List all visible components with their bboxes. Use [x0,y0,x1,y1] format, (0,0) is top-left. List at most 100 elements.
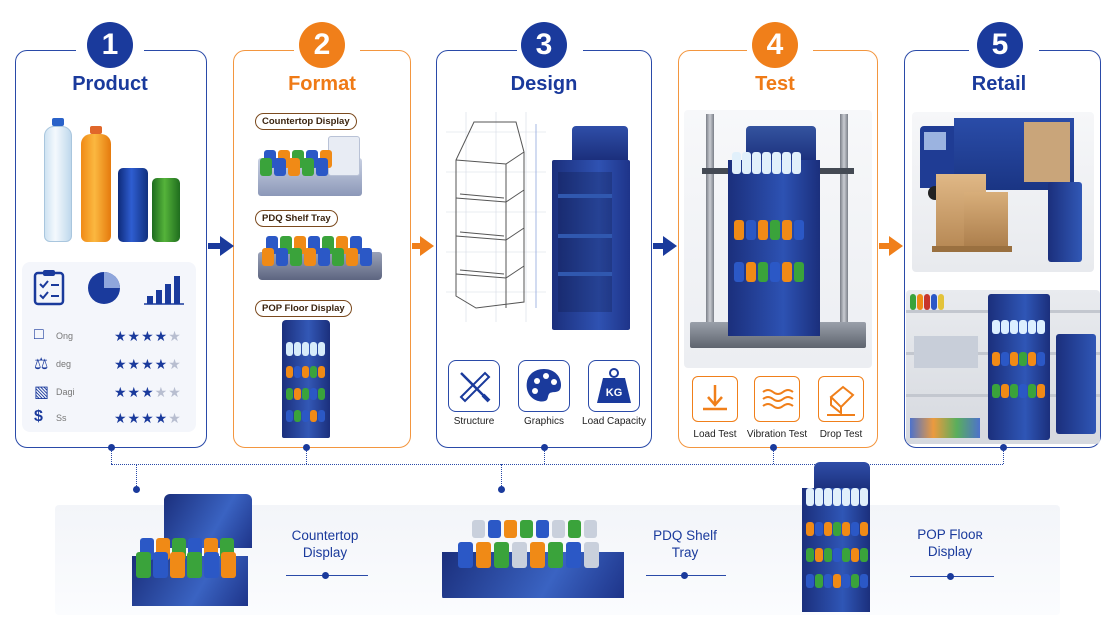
bottom-pop-floor-underline-dot [947,573,954,580]
drop-test-icon-tile [818,376,864,422]
product-stats-card: □ Ong ★★★★★ ⚖ deg ★★★★★ ▧ Dagi ★★★★★ $ S… [22,262,196,432]
flow-arrow-2-stem [412,243,422,249]
stat-label: Ss [56,413,67,423]
pdq-shelf-tray-image [258,232,382,280]
format-label-countertop: Countertop Display [255,113,357,130]
pallet-icon: ▧ [34,384,50,401]
rating-stars: ★★★★★ [114,410,182,426]
step-2-badge: 2 [299,22,345,68]
bottom-pop-floor-line2: Display [927,544,973,559]
bottom-pop-floor-display-image [800,462,872,614]
rating-stars: ★★★★★ [114,328,182,344]
bottom-pdq-line1: PDQ Shelf [653,528,717,543]
vibration-icon [762,389,794,409]
bottom-pdq-line2: Tray [671,545,699,560]
bottom-countertop-underline-dot [322,572,329,579]
weight-icon: KG [597,368,631,403]
flow-arrow-4-stem [879,243,891,249]
box-icon: □ [34,326,44,343]
connector-to-pdq [501,464,502,488]
connector-drop-4 [773,450,774,464]
truck-delivery-image [912,112,1094,272]
product-stat-row-1: □ Ong ★★★★★ [30,326,190,348]
rating-stars: ★★★★★ [114,356,182,372]
connector-dot-4 [770,444,777,451]
stat-label: deg [56,359,72,369]
step-4-badge: 4 [752,22,798,68]
step-3-badge: 3 [521,22,567,68]
bottom-countertop-label: Countertop Display [270,527,380,561]
stat-label: Dagi [56,387,75,397]
ruler-pencil-icon [459,371,491,403]
product-stat-row-3: ▧ Dagi ★★★★★ [30,382,190,404]
vibration-test-icon-tile [754,376,800,422]
connector-bus [111,464,1003,465]
step-1-title: Product [72,73,148,95]
connector-drop-1 [111,450,112,464]
clipboard-checklist-icon [33,270,65,306]
product-stat-row-4: $ Ss ★★★★★ [30,408,190,430]
rendered-floor-display-image [550,126,632,330]
flow-arrow-3-stem [653,243,665,249]
drop-box-icon [827,385,855,416]
vibration-test-label: Vibration Test [746,429,808,440]
palette-icon [526,369,561,402]
bottom-pop-floor-line1: POP Flooʀ [917,527,983,542]
product-stat-row-2: ⚖ deg ★★★★★ [30,354,190,376]
structure-label: Structure [453,416,495,427]
rating-stars: ★★★★★ [114,384,182,400]
load-test-label: Load Test [693,429,737,440]
step-2-title: Format [288,73,356,95]
step-4-title: Test [755,73,795,95]
connector-dot-pdq [498,486,505,493]
bottom-pdq-label: PDQ Shelf Tray [630,527,740,561]
bottom-pdq-tray-image [442,518,628,600]
connector-dot-1 [108,444,115,451]
graphics-label: Graphics [523,416,564,427]
flow-arrow-1-stem [208,243,222,249]
dollar-icon: $ [34,408,43,425]
test-rig-image [684,110,872,368]
step-5-title: Retail [971,73,1027,95]
connector-dot-5 [1000,444,1007,451]
stat-label: Ong [56,331,74,341]
format-label-pop-floor: POP Floor Display [255,300,352,317]
load-arrow-icon [703,385,727,411]
step-3-title: Design [510,73,578,95]
drop-test-label: Drop Test [819,429,863,440]
connector-dot-2 [303,444,310,451]
format-label-pdq: PDQ Shelf Tray [255,210,338,227]
bottom-countertop-line1: Countertop [291,528,359,543]
step-1-badge: 1 [87,22,133,68]
connector-drop-3 [544,450,545,464]
pop-floor-display-image [278,320,334,438]
bottom-countertop-display-image [132,494,254,610]
graphics-icon-tile [518,360,570,412]
store-shelf-image [906,290,1100,444]
connector-drop-2 [306,450,307,464]
bottom-pdq-underline-dot [681,572,688,579]
flow-arrow-3 [663,236,677,256]
countertop-display-image [258,136,362,198]
flow-arrow-1 [220,236,234,256]
flow-arrow-4 [889,236,903,256]
pie-chart-icon [88,272,120,304]
load-test-icon-tile [692,376,738,422]
load-capacity-label: Load Capacity [582,416,646,427]
weight-kg-text: KG [606,387,623,399]
bottom-countertop-line2: Display [302,545,348,560]
wireframe-display-sketch [446,112,546,322]
connector-drop-5 [1003,450,1004,464]
bar-chart-icon [144,276,184,305]
bottom-pop-floor-label: POP Flooʀ Display [895,526,1005,560]
structure-icon-tile [448,360,500,412]
scale-icon: ⚖ [34,356,49,373]
connector-dot-countertop [133,486,140,493]
connector-to-countertop [136,464,137,488]
load-capacity-icon-tile: KG [588,360,640,412]
connector-dot-3 [541,444,548,451]
step-5-badge: 5 [977,22,1023,68]
product-beverages-image [30,110,190,250]
flow-arrow-2 [420,236,434,256]
